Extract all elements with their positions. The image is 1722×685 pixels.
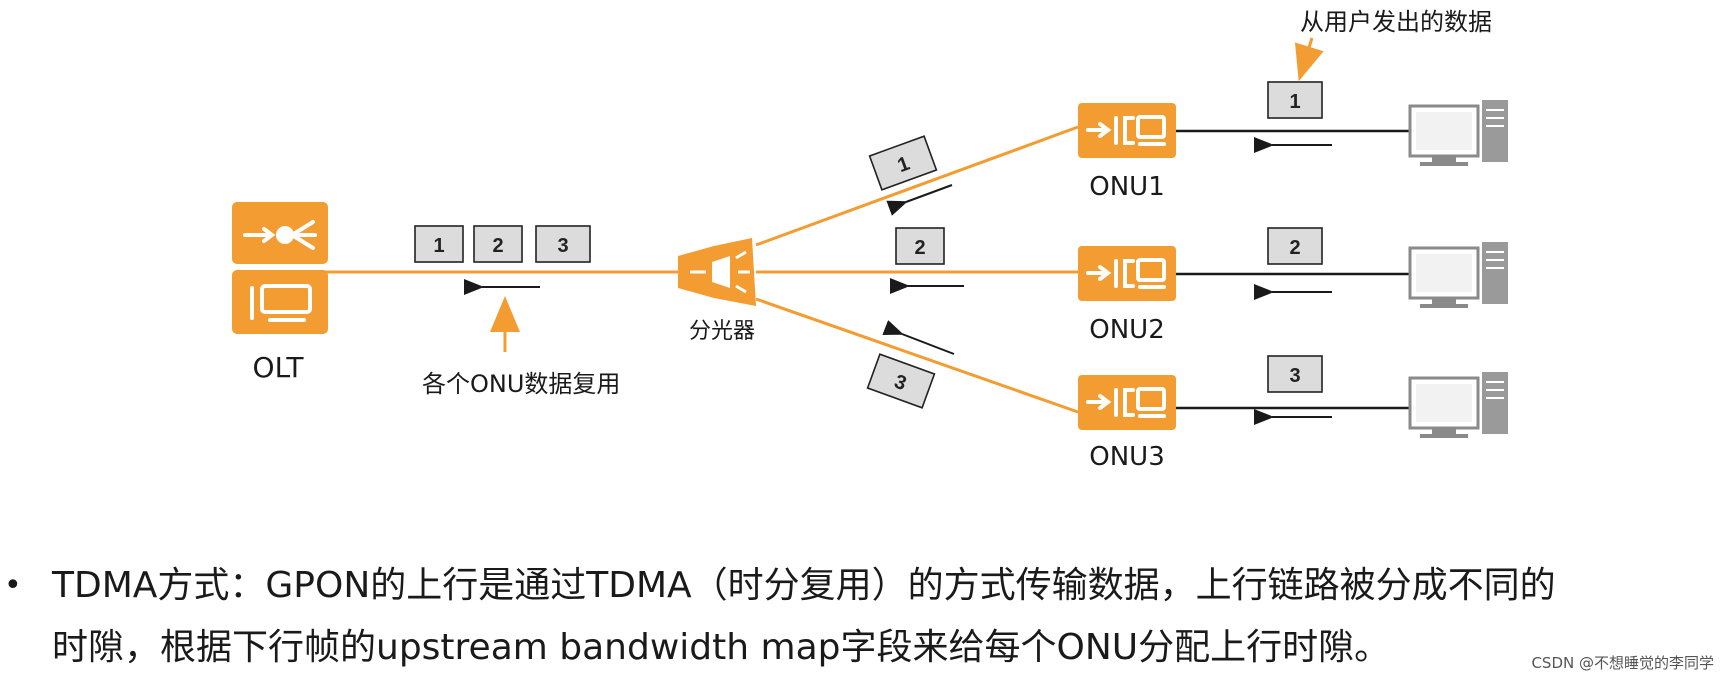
svg-text:1: 1 <box>1289 91 1300 113</box>
watermark: CSDN @不想睡觉的李同学 <box>1531 654 1714 672</box>
bullet: • <box>4 568 22 603</box>
svg-text:2: 2 <box>1289 237 1300 259</box>
svg-text:2: 2 <box>492 235 503 257</box>
gpon-diagram: OLT 分光器 1 2 3 各个ONU数据复用 1 2 <box>232 8 1508 472</box>
onu-icon <box>1078 246 1176 301</box>
user-packet-1: 1 <box>1267 81 1323 119</box>
note-arrow-icon <box>1294 37 1324 82</box>
user-data-note: 从用户发出的数据 <box>1300 8 1492 36</box>
caption-line-2: 时隙，根据下行帧的upstream bandwidth map字段来给每个ONU… <box>52 627 1391 668</box>
computer-icon <box>1408 372 1508 438</box>
fiber-packet-2: 2 <box>895 227 945 265</box>
computer-icon <box>1408 242 1508 308</box>
caption-line-1: TDMA方式：GPON的上行是通过TDMA（时分复用）的方式传输数据，上行链路被… <box>52 565 1556 606</box>
arrow-left-icon <box>882 320 955 355</box>
user-packet-2: 2 <box>1267 227 1323 265</box>
svg-text:3: 3 <box>1289 365 1300 387</box>
fiber-packet-1: 1 <box>868 135 938 191</box>
svg-text:2: 2 <box>914 237 925 259</box>
onu-icon <box>1078 375 1176 430</box>
trunk-packet-3: 3 <box>535 225 591 263</box>
svg-text:1: 1 <box>433 235 444 257</box>
fiber-packet-3: 3 <box>866 353 936 409</box>
splitter-icon <box>678 238 756 306</box>
olt-icon <box>232 202 328 334</box>
olt-label: OLT <box>253 351 305 384</box>
splitter-label: 分光器 <box>689 319 755 344</box>
onu-icon <box>1078 103 1176 158</box>
user-packet-3: 3 <box>1267 355 1323 393</box>
trunk-packet-2: 2 <box>473 225 523 263</box>
fiber-onu3 <box>755 297 1079 414</box>
onu2-label: ONU2 <box>1089 315 1165 345</box>
user-links <box>1176 129 1410 410</box>
svg-text:3: 3 <box>557 235 568 257</box>
computer-icon <box>1408 100 1508 166</box>
trunk-packet-1: 1 <box>414 225 464 263</box>
mux-note: 各个ONU数据复用 <box>422 370 620 398</box>
arrow-left-icon <box>886 184 953 216</box>
fiber-links <box>298 125 1079 414</box>
onu1-label: ONU1 <box>1089 172 1165 202</box>
onu3-label: ONU3 <box>1089 442 1165 472</box>
fiber-onu1 <box>755 125 1079 247</box>
